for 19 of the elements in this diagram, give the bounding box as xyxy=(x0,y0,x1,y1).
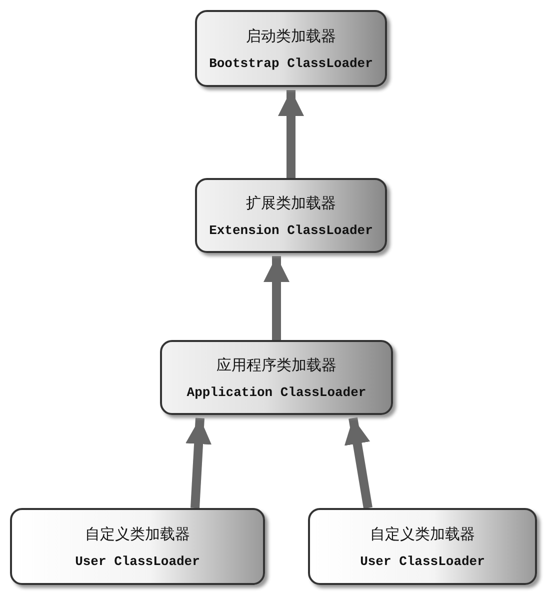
arrow xyxy=(264,256,290,340)
arrow xyxy=(344,417,372,509)
loader-title: 启动类加载器 xyxy=(246,26,336,46)
class-loader-box xyxy=(308,508,537,585)
class-name: Extension ClassLoader xyxy=(209,222,373,238)
class-name: User ClassLoader xyxy=(75,554,200,568)
loader-title: 自定义类加载器 xyxy=(85,524,190,544)
class-loader-box xyxy=(10,508,265,585)
class-loader-box xyxy=(160,340,393,415)
loader-title: 应用程序类加载器 xyxy=(216,356,336,374)
class-name: Application ClassLoader xyxy=(186,384,366,400)
class-loader-box xyxy=(195,10,387,87)
loader-title: 自定义类加载器 xyxy=(370,524,475,544)
class-name: User ClassLoader xyxy=(360,554,485,568)
class-loader-box xyxy=(195,178,387,253)
arrow xyxy=(186,418,212,508)
class-name: Bootstrap ClassLoader xyxy=(209,56,373,70)
arrow xyxy=(278,90,304,178)
loader-title: 扩展类加载器 xyxy=(246,194,336,212)
